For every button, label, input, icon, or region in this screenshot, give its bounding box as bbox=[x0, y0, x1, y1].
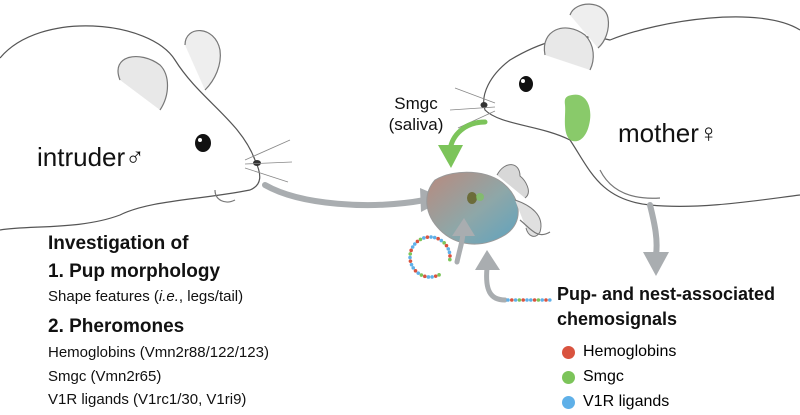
bead bbox=[525, 298, 529, 302]
bead bbox=[448, 254, 452, 258]
mother-mouse-illustration bbox=[449, 3, 800, 207]
bead bbox=[413, 268, 418, 273]
pheromone-line-hemoglobins: Hemoglobins (Vmn2r88/122/123) bbox=[48, 344, 269, 361]
bead bbox=[409, 262, 414, 267]
bead bbox=[447, 250, 452, 255]
smgc-saliva-label: Smgc (saliva) bbox=[380, 93, 452, 135]
bead bbox=[416, 271, 421, 275]
bead bbox=[506, 298, 510, 302]
bead bbox=[418, 237, 423, 242]
mother-label: mother♀ bbox=[618, 118, 719, 148]
bead bbox=[517, 298, 522, 302]
legend-label-v1r: V1R ligands bbox=[583, 393, 670, 410]
shape-features-text: Shape features (i.e., legs/tail) bbox=[48, 288, 243, 305]
legend-item-v1r: V1R ligands bbox=[562, 393, 669, 411]
bead bbox=[411, 266, 416, 270]
bead bbox=[410, 245, 415, 249]
pheromone-line-smgc: Smgc (Vmn2r65) bbox=[48, 368, 162, 385]
pheromones-title: 2. Pheromones bbox=[48, 316, 185, 337]
bead bbox=[536, 298, 541, 302]
arrow-chemosignals-head bbox=[475, 250, 500, 270]
bead bbox=[510, 298, 514, 302]
bead bbox=[422, 236, 426, 240]
legend-item-smgc: Smgc bbox=[562, 368, 624, 386]
legend-label-hemoglobins: Hemoglobins bbox=[583, 343, 677, 360]
bead bbox=[412, 242, 417, 246]
shape-features-post: , legs/tail) bbox=[178, 288, 244, 305]
bead bbox=[544, 298, 548, 302]
bead bbox=[423, 274, 427, 279]
bead bbox=[408, 252, 413, 256]
shape-features-pre: Shape features ( bbox=[48, 288, 159, 305]
shape-features-ie: i.e. bbox=[158, 288, 179, 305]
chemosignals-title-line1: Pup- and nest-associated bbox=[557, 284, 776, 304]
bead bbox=[432, 235, 437, 240]
bead bbox=[408, 259, 413, 263]
bead bbox=[444, 243, 449, 248]
legend-label-smgc: Smgc bbox=[583, 368, 624, 385]
bead bbox=[442, 241, 446, 245]
smgc-label-line1: Smgc bbox=[394, 94, 438, 113]
smgc-label-line2: (saliva) bbox=[388, 115, 444, 134]
arrow-chemosignals-to-pup bbox=[484, 265, 508, 303]
chemosignal-bead-circle bbox=[408, 235, 452, 279]
pup-illustration bbox=[426, 164, 551, 245]
bead bbox=[433, 274, 438, 278]
investigation-title: Investigation of bbox=[48, 233, 189, 254]
legend-dot-hemoglobins bbox=[562, 345, 575, 359]
legend-dot-v1r bbox=[562, 395, 575, 409]
pup-morphology-title: 1. Pup morphology bbox=[48, 261, 221, 282]
bead bbox=[429, 235, 433, 239]
arrow-mother-to-chemosignals bbox=[647, 202, 660, 258]
bead bbox=[521, 298, 525, 302]
intruder-label: intruder♂ bbox=[37, 142, 145, 172]
arrow-loop-head bbox=[452, 218, 475, 236]
intruder-mouse-illustration bbox=[0, 25, 293, 231]
bead bbox=[540, 298, 544, 302]
legend-item-hemoglobins: Hemoglobins bbox=[562, 343, 676, 361]
bead bbox=[448, 257, 452, 262]
pheromone-line-v1r: V1R ligands (V1rc1/30, V1ri9) bbox=[48, 391, 247, 408]
arrow-intruder-to-pup bbox=[262, 182, 428, 208]
arrow-mother-head bbox=[643, 252, 669, 276]
bead bbox=[419, 273, 424, 277]
bead bbox=[548, 298, 552, 302]
bead bbox=[446, 247, 451, 251]
bead bbox=[529, 298, 533, 302]
bead bbox=[436, 236, 440, 241]
bead bbox=[430, 275, 434, 279]
bead bbox=[425, 235, 430, 239]
chemosignals-title-line2: chemosignals bbox=[557, 309, 678, 329]
bead bbox=[408, 255, 412, 260]
bead bbox=[409, 248, 413, 253]
bead bbox=[415, 239, 420, 244]
salivary-gland-green bbox=[564, 94, 591, 142]
bead bbox=[426, 275, 431, 279]
legend-dot-smgc bbox=[562, 370, 575, 384]
bead bbox=[439, 238, 444, 243]
chemosignal-bead-string bbox=[506, 298, 552, 302]
bead bbox=[513, 298, 518, 302]
arrow-smgc-head bbox=[438, 145, 463, 168]
bead bbox=[532, 298, 537, 302]
bead bbox=[437, 273, 441, 277]
